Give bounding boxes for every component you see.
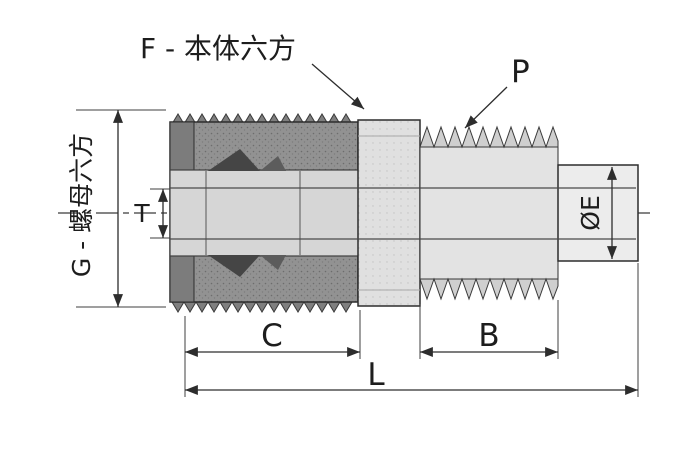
leader-line-p	[464, 86, 508, 129]
dim-label-c: C	[261, 318, 283, 354]
dim-label-t: T	[133, 199, 150, 228]
body-hex	[357, 119, 421, 307]
nut-section	[169, 113, 361, 313]
tube-cavity	[169, 169, 361, 257]
pilot-end	[557, 164, 639, 262]
callout-p: P	[464, 54, 530, 129]
front-ferrule-bottom	[208, 255, 260, 277]
thread-profile-bottom	[419, 277, 559, 301]
label-g-nut-hex: G - 螺母六方	[67, 133, 96, 277]
dim-label-b: B	[478, 318, 499, 354]
leader-line-f	[311, 63, 365, 110]
thread-shank	[419, 145, 559, 281]
dimension-c: C	[184, 310, 361, 397]
thread-profile-top	[419, 125, 559, 149]
label-p-thread: P	[511, 54, 530, 90]
back-ferrule-top	[260, 156, 286, 171]
male-thread-section	[419, 125, 559, 301]
dim-label-l: L	[367, 357, 385, 393]
label-f-body-hex: F - 本体六方	[140, 32, 296, 65]
front-ferrule-top	[208, 149, 260, 171]
dimension-t: T	[133, 188, 170, 239]
nut-knurl-bottom	[171, 301, 356, 313]
dimension-g: G - 螺母六方	[67, 109, 166, 308]
body-hex-section	[357, 119, 421, 307]
dim-label-e: ØE	[576, 195, 605, 230]
dimension-e: ØE	[576, 167, 618, 259]
back-ferrule-bottom	[260, 255, 286, 270]
dimension-b: B	[419, 300, 559, 359]
callout-f: F - 本体六方	[140, 32, 365, 110]
dimension-l: L	[185, 263, 639, 397]
